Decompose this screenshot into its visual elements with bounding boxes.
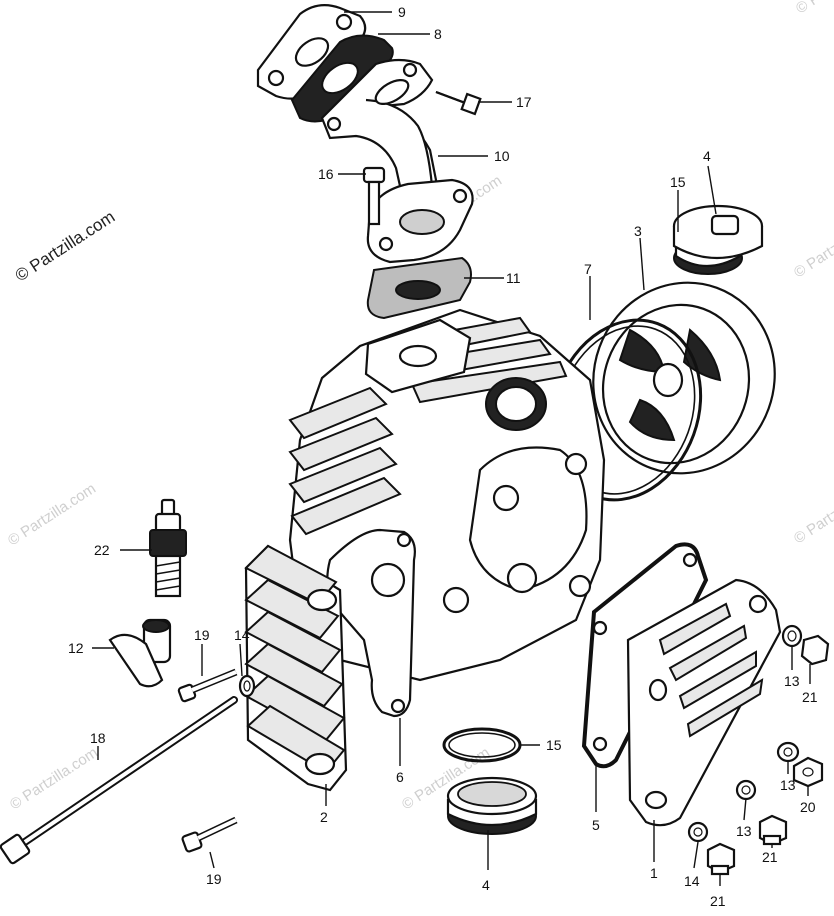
watermark-repeat: © Partzilla.com <box>791 212 834 281</box>
callout-1: 1 <box>650 865 658 881</box>
part-21-nut-a[interactable] <box>800 634 830 666</box>
callout-21-a: 21 <box>802 689 818 705</box>
callout-21-c: 21 <box>710 893 726 909</box>
callout-14-lower: 14 <box>684 873 700 889</box>
callout-19-upper: 19 <box>194 627 210 643</box>
callout-13-b: 13 <box>780 777 796 793</box>
callout-18: 18 <box>90 730 106 746</box>
callout-19-lower: 19 <box>206 871 222 887</box>
part-19-bolt-upper[interactable] <box>177 668 238 703</box>
callout-17: 17 <box>516 94 532 110</box>
callout-10: 10 <box>494 148 510 164</box>
callout-5: 5 <box>592 817 600 833</box>
part-10-intake-pipe[interactable] <box>320 58 474 264</box>
watermark-main: © Partzilla.com <box>12 207 118 285</box>
part-2-head-cover[interactable] <box>244 544 348 792</box>
part-18-long-bolt[interactable] <box>0 696 238 865</box>
callout-13-c: 13 <box>736 823 752 839</box>
callout-13-a: 13 <box>784 673 800 689</box>
callout-8: 8 <box>434 26 442 42</box>
watermark-repeat: © Partzilla.com <box>5 480 99 549</box>
part-11-insulator[interactable] <box>366 256 472 320</box>
part-19-bolt-lower[interactable] <box>181 816 238 853</box>
part-17-bolt[interactable] <box>435 90 482 116</box>
part-4-cap-top[interactable] <box>672 204 764 275</box>
watermark-repeat: © Partzilla.com <box>793 0 834 17</box>
callout-4-lower: 4 <box>482 877 490 893</box>
callout-4-top: 4 <box>703 148 711 164</box>
callout-7: 7 <box>584 261 592 277</box>
callout-11: 11 <box>506 270 521 286</box>
part-4-cap-bottom[interactable] <box>446 776 538 835</box>
callout-9: 9 <box>398 4 406 20</box>
leader-lines <box>92 11 811 886</box>
callout-15-top: 15 <box>670 174 686 190</box>
callout-16: 16 <box>318 166 334 182</box>
watermark-repeat: © Partzilla.com <box>791 478 834 547</box>
callout-12: 12 <box>68 640 84 656</box>
part-14-washer-upper[interactable] <box>238 674 256 698</box>
callout-6: 6 <box>396 769 404 785</box>
part-14-washer-lower[interactable] <box>687 821 709 843</box>
callout-3: 3 <box>634 223 642 239</box>
callout-15-lower: 15 <box>546 737 562 753</box>
part-16-bolt[interactable] <box>362 166 386 226</box>
callout-labels: 9 8 17 10 16 11 4 15 3 7 22 12 19 14 18 … <box>68 4 818 909</box>
part-13-washer-c[interactable] <box>735 779 757 801</box>
part-8-insulator[interactable] <box>290 34 394 123</box>
part-12-plug-cap[interactable] <box>108 618 172 688</box>
part-3-side-cover[interactable] <box>567 257 802 499</box>
part-21-nut-b[interactable] <box>758 814 788 846</box>
part-21-nut-c[interactable] <box>706 842 736 876</box>
part-13-washer-b[interactable] <box>776 741 800 763</box>
callout-2: 2 <box>320 809 328 825</box>
part-20-nut[interactable] <box>792 756 824 788</box>
part-13-washer-a[interactable] <box>781 624 803 648</box>
part-22-spark-plug[interactable] <box>149 498 187 598</box>
part-1-valve-cover[interactable] <box>626 578 782 827</box>
callout-22: 22 <box>94 542 110 558</box>
callout-20: 20 <box>800 799 816 815</box>
callout-14-upper: 14 <box>234 627 250 643</box>
callout-21-b: 21 <box>762 849 778 865</box>
